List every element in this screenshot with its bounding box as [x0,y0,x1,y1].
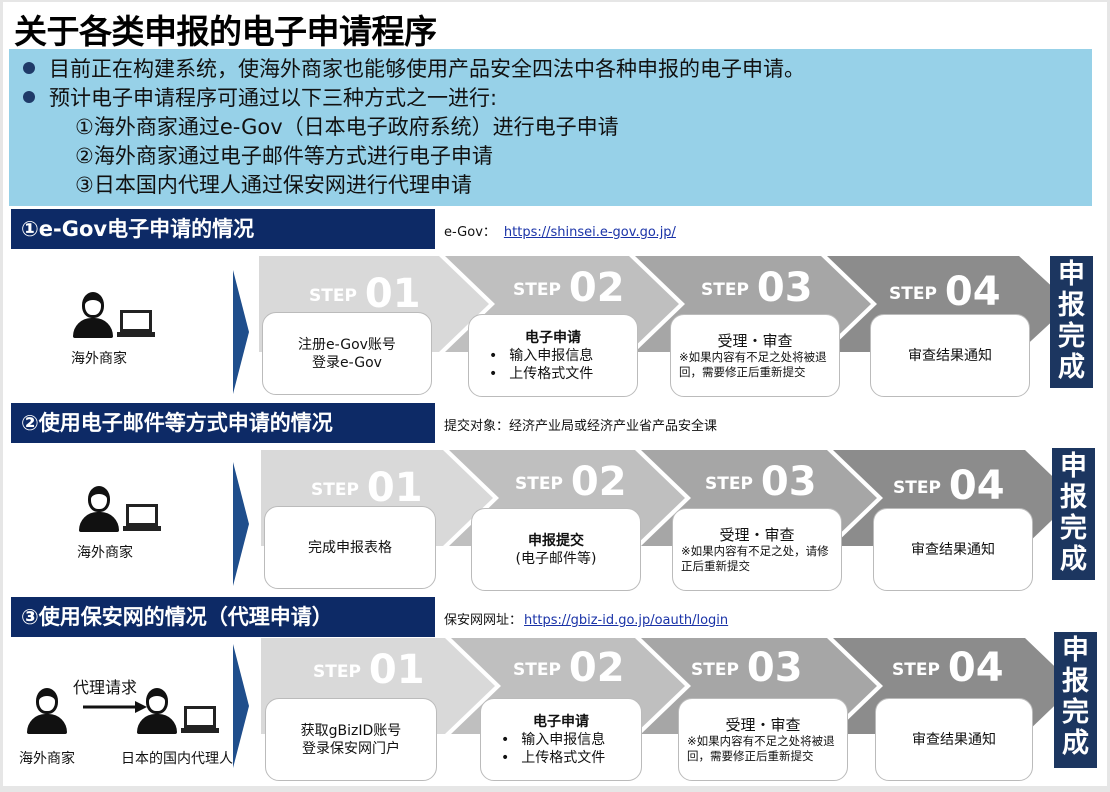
slide: 关于各类申报的电子申请程序 目前正在构建系统，使海外商家也能够使用产品安全四法中… [3,2,1107,786]
complete-badge: 申报完成 [1054,632,1097,768]
step-card: 电子申请 输入申报信息 上传格式文件 [480,698,642,781]
actor-merchant: 海外商家 [19,688,75,768]
step-card: 完成申报表格 [264,506,436,589]
laptop-icon [181,706,219,734]
laptop-icon [123,504,161,532]
section-note: 提交对象：经济产业局或经济产业省产品安全课 [444,419,718,434]
intro-method: ③日本国内代理人通过保安网进行代理申请 [75,173,472,197]
bullet-icon [23,62,35,74]
bullet-icon [23,91,35,103]
intro-bullet: 预计电子申请程序可通过以下三种方式之一进行: [23,84,1092,113]
actor-merchant: 海外商家 [77,486,161,562]
person-icon [71,292,115,338]
person-icon [25,688,69,734]
complete-badge: 申报完成 [1052,448,1095,580]
step-card: 获取gBizID账号登录保安网门户 [265,698,437,781]
laptop-icon [117,310,155,338]
step-card: 审查结果通知 [875,698,1033,781]
section-note: e-Gov：https://shinsei.e-gov.go.jp/ [444,225,676,240]
step-card: 审查结果通知 [873,508,1033,591]
arrow-right-icon [83,701,147,713]
section-heading: ③使用保安网的情况（代理申请） [11,597,435,637]
actor-agent: 日本的国内代理人 [121,688,233,768]
chevron-right-icon [233,270,249,394]
complete-badge: 申报完成 [1050,256,1093,388]
step-card: 受理・审查 ※如果内容有不足之处将被退回，需要修正后重新提交 [670,314,840,397]
step-card: 注册e-Gov账号登录e-Gov [262,312,432,395]
step-card: 受理・审查 ※如果内容有不足之处，请修正后重新提交 [672,508,842,591]
page-title: 关于各类申报的电子申请程序 [14,12,437,51]
intro-bullet: 目前正在构建系统，使海外商家也能够使用产品安全四法中各种申报的电子申请。 [23,55,1092,84]
step-card: 受理・审查 ※如果内容有不足之处将被退回，需要修正后重新提交 [678,698,848,781]
actor-merchant: 海外商家 [71,292,155,368]
chevron-right-icon [233,462,249,586]
section-note: 保安网网址：https://gbiz-id.go.jp/oauth/login [444,613,729,628]
gbiz-link[interactable]: https://gbiz-id.go.jp/oauth/login [524,613,729,628]
intro-method: ①海外商家通过e-Gov（日本电子政府系统）进行电子申请 [75,115,619,139]
intro-method: ②海外商家通过电子邮件等方式进行电子申请 [75,144,493,168]
section-heading: ①e-Gov电子申请的情况 [11,209,435,249]
section-heading: ②使用电子邮件等方式申请的情况 [11,403,435,443]
intro-box: 目前正在构建系统，使海外商家也能够使用产品安全四法中各种申报的电子申请。 预计电… [9,49,1092,206]
person-icon [77,486,121,532]
step-card: 电子申请 输入申报信息 上传格式文件 [468,314,638,397]
proxy-request-label: 代理请求 [73,678,138,697]
chevron-right-icon [233,644,249,768]
egov-link[interactable]: https://shinsei.e-gov.go.jp/ [503,225,676,240]
person-suit-icon [135,688,179,734]
step-card: 申报提交 (电子邮件等) [471,508,641,591]
step-card: 审查结果通知 [870,314,1030,397]
